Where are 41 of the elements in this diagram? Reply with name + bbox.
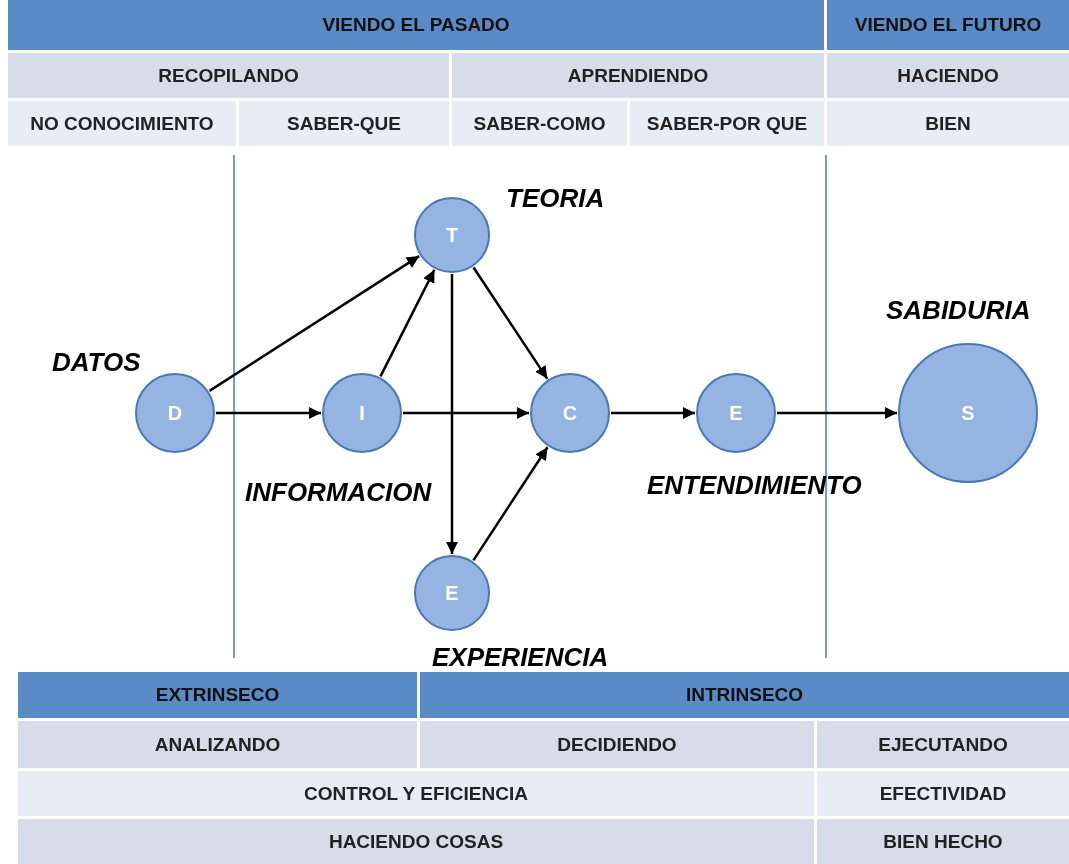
table-cell: CONTROL Y EFICIENCIA bbox=[18, 771, 814, 816]
table-cell: HACIENDO bbox=[827, 53, 1069, 98]
table-cell: HACIENDO COSAS bbox=[18, 819, 814, 864]
node-letter: S bbox=[961, 401, 975, 425]
node-caption: SABIDURIA bbox=[886, 295, 1031, 326]
table-cell: DECIDIENDO bbox=[420, 721, 814, 768]
table-cell: APRENDIENDO bbox=[452, 53, 824, 98]
table-header-cell: VIENDO EL PASADO bbox=[8, 0, 824, 50]
table-cell: BIEN bbox=[827, 101, 1069, 146]
node-letter: D bbox=[167, 401, 183, 425]
table-cell: ANALIZANDO bbox=[18, 721, 417, 768]
table-header-cell: INTRINSECO bbox=[420, 672, 1069, 718]
arrow bbox=[403, 406, 529, 420]
node-letter: I bbox=[359, 401, 365, 425]
table-cell: EJECUTANDO bbox=[817, 721, 1069, 768]
node-letter: E bbox=[729, 401, 743, 425]
node-caption: ENTENDIMIENTO bbox=[647, 470, 862, 501]
arrow bbox=[472, 446, 549, 562]
table-cell: BIEN HECHO bbox=[817, 819, 1069, 864]
table-cell: SABER-QUE bbox=[239, 101, 449, 146]
node-caption: DATOS bbox=[52, 347, 141, 378]
table-cell: NO CONOCIMIENTO bbox=[8, 101, 236, 146]
table-cell: RECOPILANDO bbox=[8, 53, 449, 98]
arrow bbox=[445, 274, 459, 554]
arrow bbox=[611, 406, 695, 420]
table-header-cell: EXTRINSECO bbox=[18, 672, 417, 718]
arrow bbox=[208, 255, 420, 392]
node-caption: INFORMACION bbox=[245, 477, 432, 508]
table-cell: SABER-COMO bbox=[452, 101, 627, 146]
arrow bbox=[472, 266, 549, 380]
node-letter: E bbox=[445, 581, 459, 605]
table-cell: SABER-POR QUE bbox=[630, 101, 824, 146]
arrow bbox=[777, 406, 897, 420]
arrow bbox=[379, 269, 436, 377]
node-caption: TEORIA bbox=[506, 183, 605, 214]
node-letter: T bbox=[445, 223, 459, 247]
node-letter: C bbox=[562, 401, 578, 425]
table-cell: EFECTIVIDAD bbox=[817, 771, 1069, 816]
node-caption: EXPERIENCIA bbox=[432, 642, 609, 673]
arrow bbox=[216, 406, 321, 420]
table-header-cell: VIENDO EL FUTURO bbox=[827, 0, 1069, 50]
